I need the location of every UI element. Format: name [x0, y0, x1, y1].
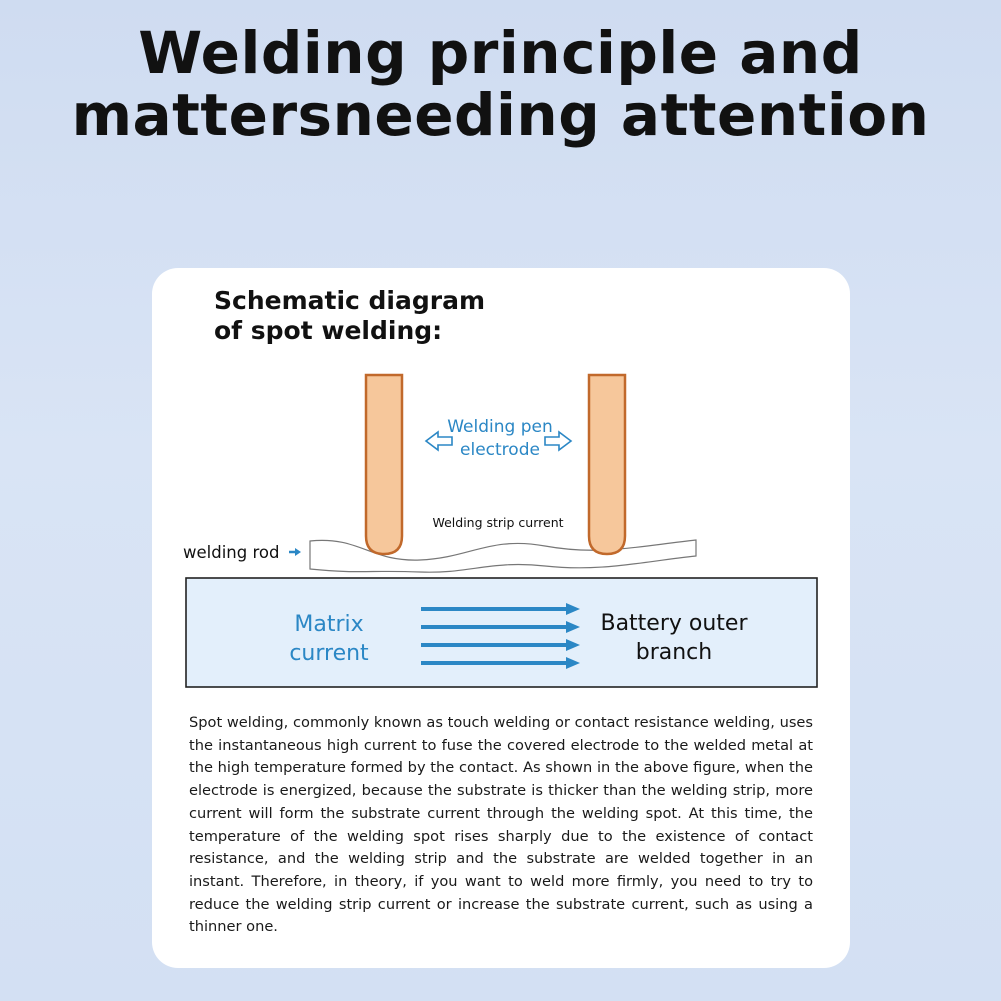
strip-current-label: Welding strip current — [432, 515, 563, 530]
welding-rod-arrow-icon — [289, 548, 301, 556]
right-electrode — [587, 373, 627, 556]
left-electrode — [364, 373, 404, 556]
diagram-heading-line-2: of spot welding: — [214, 316, 443, 345]
page-title-line-1: Welding principle and — [138, 19, 863, 87]
page-title-line-2: mattersneeding attention — [71, 81, 930, 149]
electrode-arrow-right-icon — [544, 430, 573, 452]
matrix-current-line-1: Matrix — [294, 612, 363, 637]
current-arrow-icon — [421, 639, 580, 651]
description-paragraph: Spot welding, commonly known as touch we… — [189, 714, 813, 936]
current-arrow-icon — [421, 621, 580, 633]
diagram-heading: Schematic diagram of spot welding: — [214, 286, 485, 346]
battery-label-line-2: branch — [636, 640, 712, 665]
electrode-label-line-2: electrode — [460, 440, 540, 460]
welding-rod-label: welding rod — [183, 543, 279, 562]
current-arrow-icon — [421, 603, 580, 615]
electrode-arrow-left-icon — [424, 430, 453, 452]
matrix-current-line-2: current — [289, 641, 369, 666]
substrate-box — [185, 577, 818, 688]
diagram-heading-line-1: Schematic diagram — [214, 286, 486, 315]
page-title: Welding principle and mattersneeding att… — [0, 22, 1001, 146]
current-arrow-icon — [421, 657, 580, 669]
welding-strip — [309, 539, 697, 573]
electrode-label-line-1: Welding pen — [447, 417, 553, 437]
battery-label-line-1: Battery outer — [600, 611, 748, 636]
